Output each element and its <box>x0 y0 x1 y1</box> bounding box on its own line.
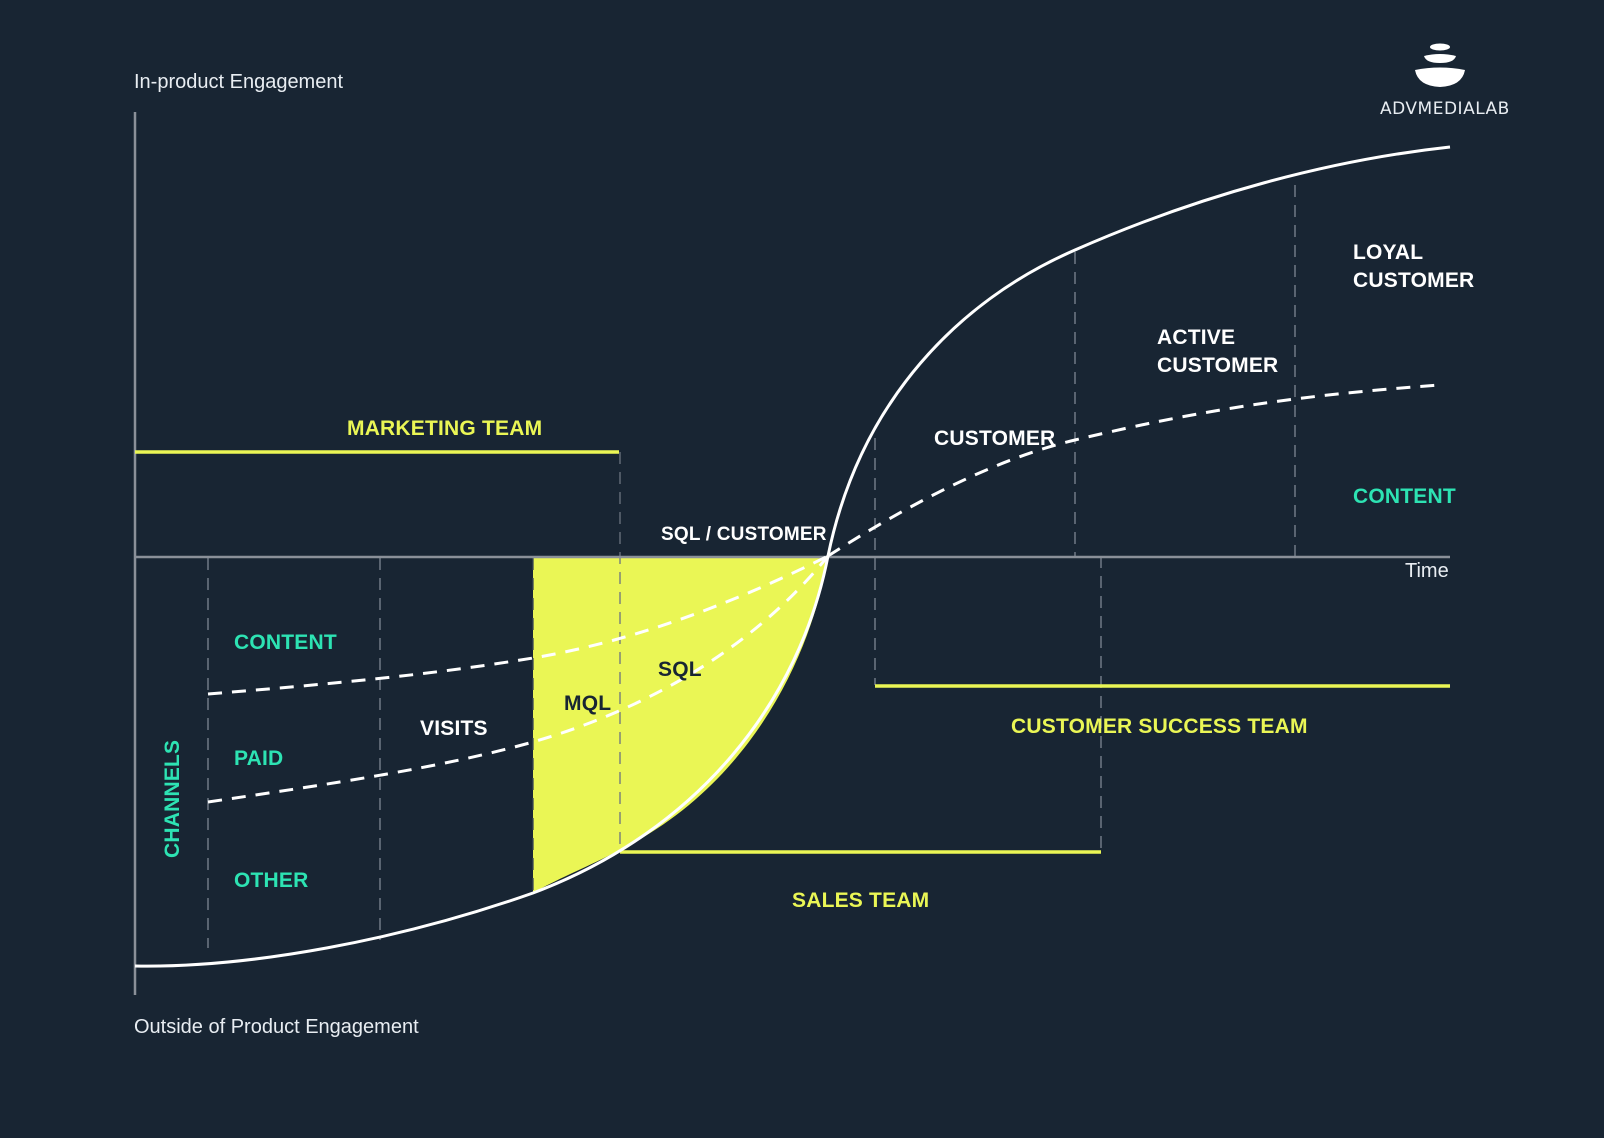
brand-name: ADVMEDIALAB <box>1380 99 1510 119</box>
channel-other: OTHER <box>234 869 309 892</box>
sql-customer-label: SQL / CUSTOMER <box>661 524 827 545</box>
loyal-customer-line2: CUSTOMER <box>1353 269 1475 292</box>
brand-logo: ADVMEDIALAB <box>1380 40 1510 119</box>
active-customer-line1: ACTIVE <box>1157 326 1236 349</box>
mql-label: MQL <box>564 692 612 715</box>
x-axis-label: Time <box>1405 560 1449 582</box>
post-sale-dashed-curve <box>827 383 1441 558</box>
visits-label: VISITS <box>420 717 488 740</box>
channel-divider-lower-dashed <box>207 555 830 804</box>
sql-label: SQL <box>658 658 702 681</box>
channels-title: CHANNELS <box>161 739 184 858</box>
customer-label: CUSTOMER <box>934 427 1056 450</box>
post-sale-content-label: CONTENT <box>1353 485 1456 508</box>
customer-success-team-label: CUSTOMER SUCCESS TEAM <box>1011 715 1308 738</box>
marketing-team-label: MARKETING TEAM <box>347 417 543 440</box>
channel-paid: PAID <box>234 747 284 770</box>
mql-sql-highlight-area <box>533 556 828 893</box>
sales-team-label: SALES TEAM <box>792 889 930 912</box>
active-customer-label: ACTIVE CUSTOMER <box>1157 325 1278 379</box>
stacked-stones-icon <box>1415 43 1465 87</box>
active-customer-line2: CUSTOMER <box>1157 354 1279 377</box>
engagement-s-curve <box>134 145 1451 968</box>
y-axis-bottom-label: Outside of Product Engagement <box>134 1016 419 1038</box>
loyal-customer-label: LOYAL CUSTOMER <box>1353 240 1474 294</box>
y-axis-top-label: In-product Engagement <box>134 71 344 93</box>
loyal-customer-line1: LOYAL <box>1353 241 1424 264</box>
channel-divider-upper-dashed <box>207 554 829 696</box>
channel-content: CONTENT <box>234 631 337 654</box>
